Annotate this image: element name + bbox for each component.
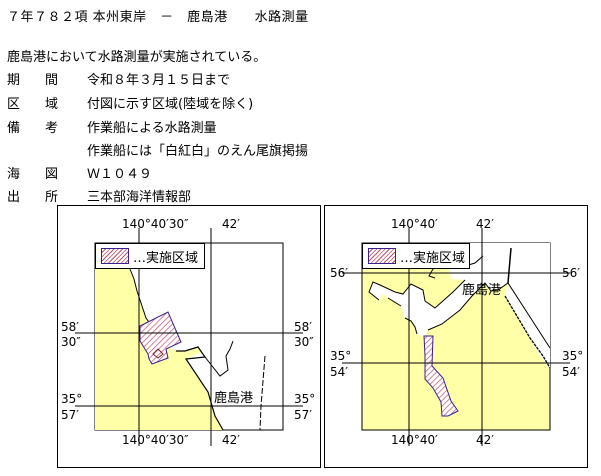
lat-label-left-2-min: 57′ [61,408,79,422]
lat-label-left-2-deg: 35° [330,349,352,363]
lat-label-right-2-deg: 35° [294,392,316,406]
left-map-frame: 140°40′30″ 42′ 140°40′30″ 42′ 58′ 30″ 58… [57,205,321,468]
lon-label-top-2: 42′ [222,217,240,231]
lat-label-left-1-min: 30″ [61,335,81,349]
field-value: 令和８年３月１５日まで [87,73,231,88]
field-label: 出 所 [7,190,65,205]
survey-area-swatch-icon [368,248,396,264]
lon-label-bottom-1: 140°40′ [391,433,438,447]
field-value: 作業船には「白紅白」のえん尾旗掲揚 [87,144,309,159]
notice-title: ７年７８２項 本州東岸 － 鹿島港 水路測量 [7,10,309,25]
field-value: 作業船による水路測量 [87,121,217,136]
lon-label-bottom-2: 42′ [222,433,240,447]
lat-label-left-1-deg: 58′ [61,320,79,334]
field-label: 海 図 [7,167,65,182]
lat-label-left-1-deg: 56′ [330,266,348,280]
notice-intro: 鹿島港において水路測量が実施されている。 [7,50,267,65]
lat-label-right-1-deg: 56′ [562,266,580,280]
right-map-frame: 140°40′ 42′ 140°40′ 42′ 56′ 56′ 35° 54′ … [324,205,588,468]
lat-label-left-2-deg: 35° [61,392,83,406]
lat-label-right-2-deg: 35° [562,349,584,363]
lon-label-top-1: 140°40′30″ [122,217,189,231]
lon-label-bottom-1: 140°40′30″ [122,433,189,447]
lon-label-bottom-2: 42′ [476,433,494,447]
field-label: 区 域 [7,97,65,112]
port-label: 鹿島港 [214,391,254,406]
lat-label-right-2-min: 54′ [562,365,580,379]
field-label: 期 間 [7,73,65,88]
lon-label-top-2: 42′ [476,217,494,231]
lat-label-left-2-min: 54′ [330,365,348,379]
field-value: 三本部海洋情報部 [87,190,192,205]
lat-label-right-1-deg: 58′ [294,320,312,334]
legend-label: …実施区域 [400,250,466,266]
port-label: 鹿島港 [462,283,502,298]
lon-label-top-1: 140°40′ [391,217,438,231]
field-value: 付図に示す区域(陸域を除く) [87,97,254,112]
legend-label: …実施区域 [133,250,199,266]
legend: …実施区域 [362,243,470,269]
field-value: Ｗ１０４９ [87,167,153,182]
legend: …実施区域 [95,243,205,269]
lat-label-right-2-min: 57′ [294,408,312,422]
left-map [75,228,303,446]
survey-area-swatch-icon [101,248,129,264]
lat-label-right-1-min: 30″ [294,335,314,349]
right-map [342,228,570,446]
field-label: 備 考 [7,121,65,136]
